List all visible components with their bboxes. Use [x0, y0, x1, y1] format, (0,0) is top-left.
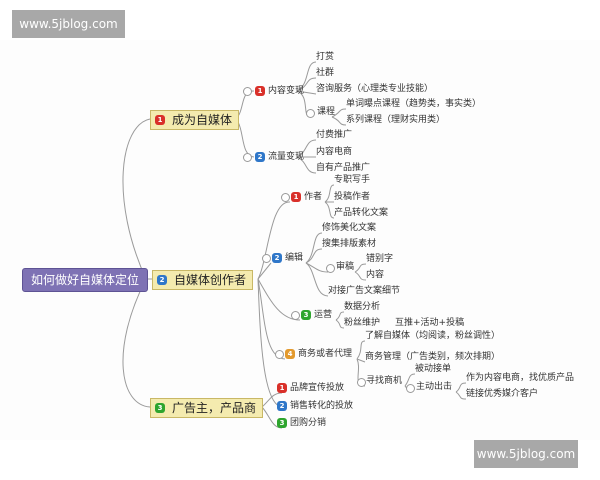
watermark-top: www.5jblog.com: [12, 10, 125, 38]
branch-label: 自媒体创作者: [174, 273, 247, 287]
leaf[interactable]: 社群: [316, 68, 335, 78]
branch-media-creator[interactable]: 2 自媒体创作者: [152, 270, 254, 290]
leaf[interactable]: 作为内容电商，找优质产品: [466, 373, 575, 383]
leaf[interactable]: 投稿作者: [334, 192, 371, 202]
leaf[interactable]: 修饰美化文案: [322, 223, 377, 233]
collapse-icon[interactable]: [406, 384, 415, 393]
collapse-icon[interactable]: [326, 264, 335, 273]
collapse-icon[interactable]: [291, 311, 300, 320]
priority-1-icon: 1: [291, 191, 301, 202]
branch-label: 成为自媒体: [172, 113, 233, 127]
leaf[interactable]: 对接广告文案细节: [328, 286, 401, 296]
node-label: 团购分销: [290, 418, 327, 428]
node-label: 编辑: [285, 253, 304, 263]
branch-become-media[interactable]: 1 成为自媒体: [150, 110, 240, 130]
collapse-icon[interactable]: [275, 350, 284, 359]
node-label: 品牌宣传投放: [290, 383, 345, 393]
branch-advertiser[interactable]: 3 广告主，产品商: [150, 398, 264, 418]
node-label: 运营: [314, 310, 333, 320]
leaf[interactable]: 内容: [366, 270, 385, 280]
leaf[interactable]: 系列课程（理财实用类）: [346, 115, 446, 125]
leaf[interactable]: 商务管理（广告类别，频次排期）: [365, 352, 501, 362]
mindmap-canvas: [0, 40, 600, 440]
leaf[interactable]: 粉丝维护: [344, 318, 381, 328]
leaf-active[interactable]: 主动出击: [416, 382, 453, 392]
priority-2-icon: 2: [157, 275, 167, 285]
leaf[interactable]: 了解自媒体（均阅读，粉丝调性）: [365, 331, 501, 341]
priority-2-icon: 2: [277, 400, 287, 411]
leaf[interactable]: 链接优秀媒介客户: [466, 389, 539, 399]
leaf[interactable]: 咨询服务（心理类专业技能）: [316, 84, 434, 94]
leaf[interactable]: 数据分析: [344, 302, 381, 312]
collapse-icon[interactable]: [306, 109, 315, 118]
leaf[interactable]: 付费推广: [316, 130, 353, 140]
leaf[interactable]: 内容电商: [316, 147, 353, 157]
priority-3-icon: 3: [155, 403, 165, 413]
leaf[interactable]: 打赏: [316, 52, 335, 62]
leaf[interactable]: 产品转化文案: [334, 208, 389, 218]
node-label: 流量变现: [268, 152, 305, 162]
watermark-bottom: www.5jblog.com: [474, 440, 578, 468]
node-label: 销售转化的投放: [290, 401, 354, 411]
leaf[interactable]: 单词曝点课程（趋势类，事实类）: [346, 99, 482, 109]
priority-1-icon: 1: [277, 382, 287, 393]
branch-label: 广告主，产品商: [172, 401, 257, 415]
leaf[interactable]: 专职写手: [334, 175, 371, 185]
collapse-icon[interactable]: [243, 87, 252, 96]
collapse-icon[interactable]: [281, 193, 290, 202]
collapse-icon[interactable]: [243, 153, 252, 162]
priority-4-icon: 4: [285, 348, 295, 359]
node-label: 内容变现: [268, 86, 305, 96]
leaf-course[interactable]: 课程: [317, 107, 336, 117]
priority-2-icon: 2: [255, 151, 265, 162]
node-label: 商务或者代理: [298, 349, 353, 359]
leaf[interactable]: 错别字: [366, 254, 394, 264]
priority-3-icon: 3: [277, 417, 287, 428]
collapse-icon[interactable]: [357, 378, 366, 387]
root-node[interactable]: 如何做好自媒体定位: [22, 268, 148, 292]
priority-3-icon: 3: [301, 309, 311, 320]
priority-2-icon: 2: [272, 252, 282, 263]
leaf[interactable]: 互推+活动+投稿: [395, 318, 465, 328]
collapse-icon[interactable]: [262, 254, 271, 263]
priority-1-icon: 1: [255, 85, 265, 96]
leaf[interactable]: 被动接单: [415, 364, 452, 374]
leaf[interactable]: 自有产品推广: [316, 163, 371, 173]
leaf-review[interactable]: 审稿: [336, 262, 355, 272]
leaf[interactable]: 搜集排版素材: [322, 239, 377, 249]
leaf-opportunity[interactable]: 寻找商机: [366, 376, 403, 386]
node-label: 作者: [304, 192, 323, 202]
priority-1-icon: 1: [155, 115, 165, 125]
